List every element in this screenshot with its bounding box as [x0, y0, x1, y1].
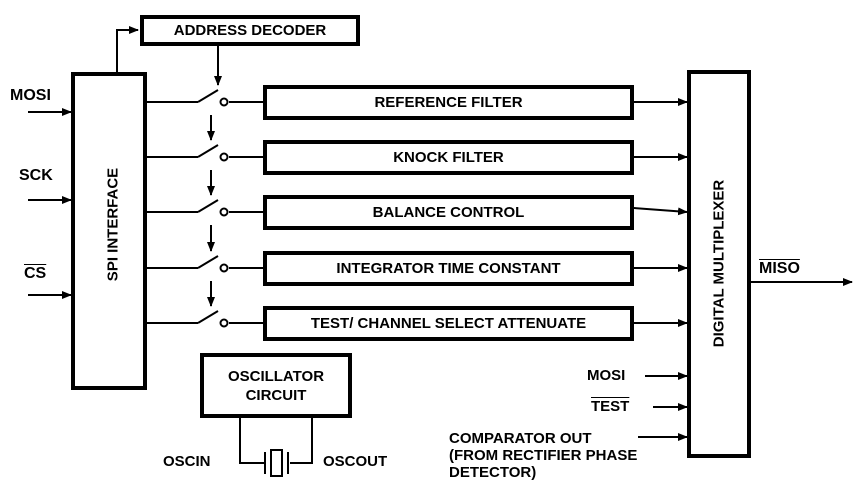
- balance-control-block: BALANCE CONTROL: [263, 195, 634, 230]
- test-channel-select-label: TEST/ CHANNEL SELECT ATTENUATE: [310, 315, 587, 332]
- oscillator-circuit-block: OSCILLATOR CIRCUIT: [200, 353, 352, 418]
- comparator-out-line2: (FROM RECTIFIER PHASE: [449, 447, 638, 464]
- spi-to-decoder-wire: [116, 26, 139, 72]
- spi-interface-label: SPI INTERFACE: [104, 167, 122, 282]
- test-channel-select-block: TEST/ CHANNEL SELECT ATTENUATE: [263, 306, 634, 341]
- oscillator-label-line1: OSCILLATOR: [227, 367, 325, 385]
- digital-multiplexer-label: DIGITAL MULTIPLEXER: [710, 179, 728, 348]
- comparator-out-line3: DETECTOR): [449, 464, 537, 481]
- miso-label: MISO: [759, 260, 800, 277]
- reference-filter-label: REFERENCE FILTER: [374, 94, 523, 111]
- integrator-time-constant-label: INTEGRATOR TIME CONSTANT: [336, 260, 561, 277]
- address-decoder-block: ADDRESS DECODER: [140, 15, 360, 46]
- reference-filter-block: REFERENCE FILTER: [263, 85, 634, 120]
- knock-filter-block: KNOCK FILTER: [263, 140, 634, 175]
- mosi-input-label: MOSI: [10, 87, 51, 104]
- integrator-time-constant-block: INTEGRATOR TIME CONSTANT: [263, 251, 634, 286]
- oscin-label: OSCIN: [163, 453, 211, 470]
- cs-label: CS: [24, 265, 47, 282]
- spi-interface-block: SPI INTERFACE: [71, 72, 147, 390]
- oscout-label: OSCOUT: [323, 453, 388, 470]
- test-label: TEST: [591, 398, 630, 415]
- knock-filter-label: KNOCK FILTER: [393, 149, 504, 166]
- address-decoder-label: ADDRESS DECODER: [173, 22, 327, 39]
- sck-label: SCK: [19, 167, 53, 184]
- balance-control-label: BALANCE CONTROL: [372, 204, 525, 221]
- digital-multiplexer-block: DIGITAL MULTIPLEXER: [687, 70, 751, 458]
- comparator-out-line1: COMPARATOR OUT: [449, 430, 592, 447]
- mosi-mux-label: MOSI: [587, 367, 626, 384]
- oscillator-label-line2: CIRCUIT: [245, 386, 307, 404]
